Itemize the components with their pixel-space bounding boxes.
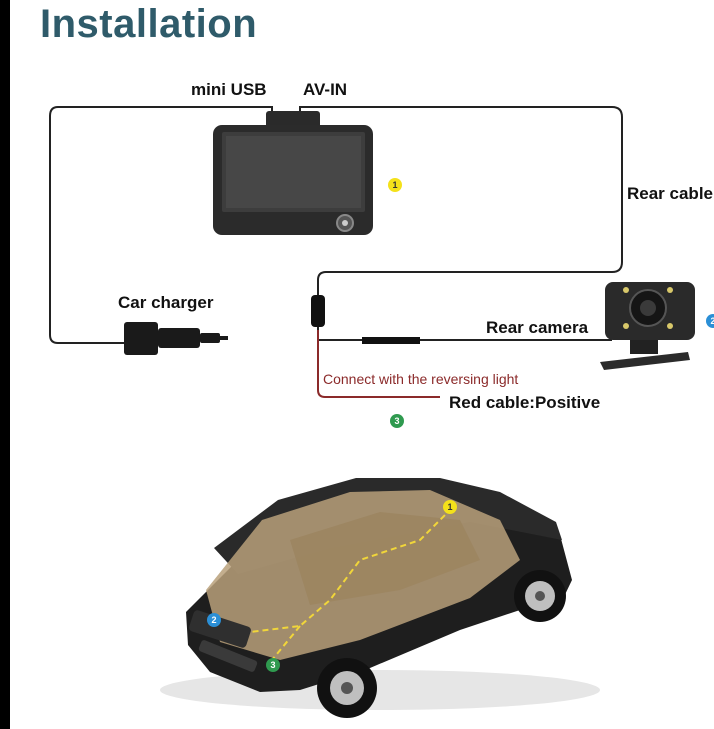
marker-3-car: 3 bbox=[266, 658, 280, 672]
av-in-label: AV-IN bbox=[303, 80, 348, 99]
marker-2-camera: 2 bbox=[706, 314, 714, 328]
fuse-holder bbox=[311, 295, 325, 327]
rear-cable-wire bbox=[299, 106, 623, 298]
marker-3-red-cable: 3 bbox=[390, 414, 404, 428]
rear-camera-device bbox=[600, 282, 695, 370]
car-illustration bbox=[160, 478, 600, 718]
red-wire bbox=[317, 330, 440, 398]
marker-1-car: 1 bbox=[443, 500, 457, 514]
charger-cable bbox=[49, 106, 273, 344]
rear-camera-label: Rear camera bbox=[486, 318, 589, 337]
page-title: Installation bbox=[40, 2, 258, 46]
inline-connector bbox=[362, 337, 420, 344]
car-charger-label: Car charger bbox=[118, 293, 214, 312]
mini-usb-label: mini USB bbox=[191, 80, 267, 99]
red-cable-label: Red cable:Positive bbox=[449, 393, 601, 412]
marker-1-dashcam: 1 bbox=[388, 178, 402, 192]
rear-cable-label: Rear cable bbox=[627, 184, 713, 203]
left-border bbox=[0, 0, 10, 729]
reversing-light-label: Connect with the reversing light bbox=[323, 371, 519, 387]
dashcam-device bbox=[213, 111, 373, 235]
marker-2-car: 2 bbox=[207, 613, 221, 627]
car-charger-plug bbox=[124, 322, 228, 355]
